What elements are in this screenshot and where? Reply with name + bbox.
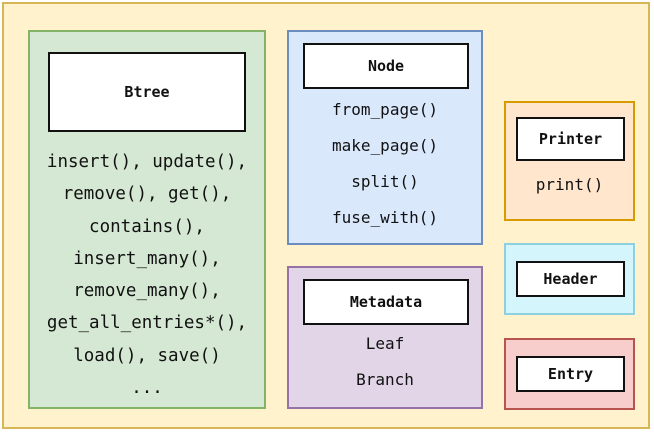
entry-title: Entry — [516, 356, 625, 392]
node-methods: from_page() make_page() split() fuse_wit… — [332, 100, 438, 227]
printer-methods: print() — [535, 175, 604, 194]
header-panel: Header — [504, 243, 635, 315]
entry-panel: Entry — [504, 338, 635, 410]
printer-title: Printer — [516, 117, 625, 161]
header-title: Header — [516, 261, 625, 297]
metadata-panel: Metadata Leaf Branch — [287, 266, 483, 409]
btree-methods: insert(), update(), remove(), get(), con… — [46, 152, 248, 399]
module-container: Btree insert(), update(), remove(), get(… — [2, 2, 650, 429]
btree-title: Btree — [48, 52, 246, 132]
node-panel: Node from_page() make_page() split() fus… — [287, 30, 483, 245]
node-title: Node — [303, 43, 469, 89]
btree-panel: Btree insert(), update(), remove(), get(… — [28, 30, 266, 409]
metadata-title: Metadata — [303, 279, 469, 325]
printer-panel: Printer print() — [504, 101, 635, 221]
metadata-variants: Leaf Branch — [356, 334, 414, 389]
